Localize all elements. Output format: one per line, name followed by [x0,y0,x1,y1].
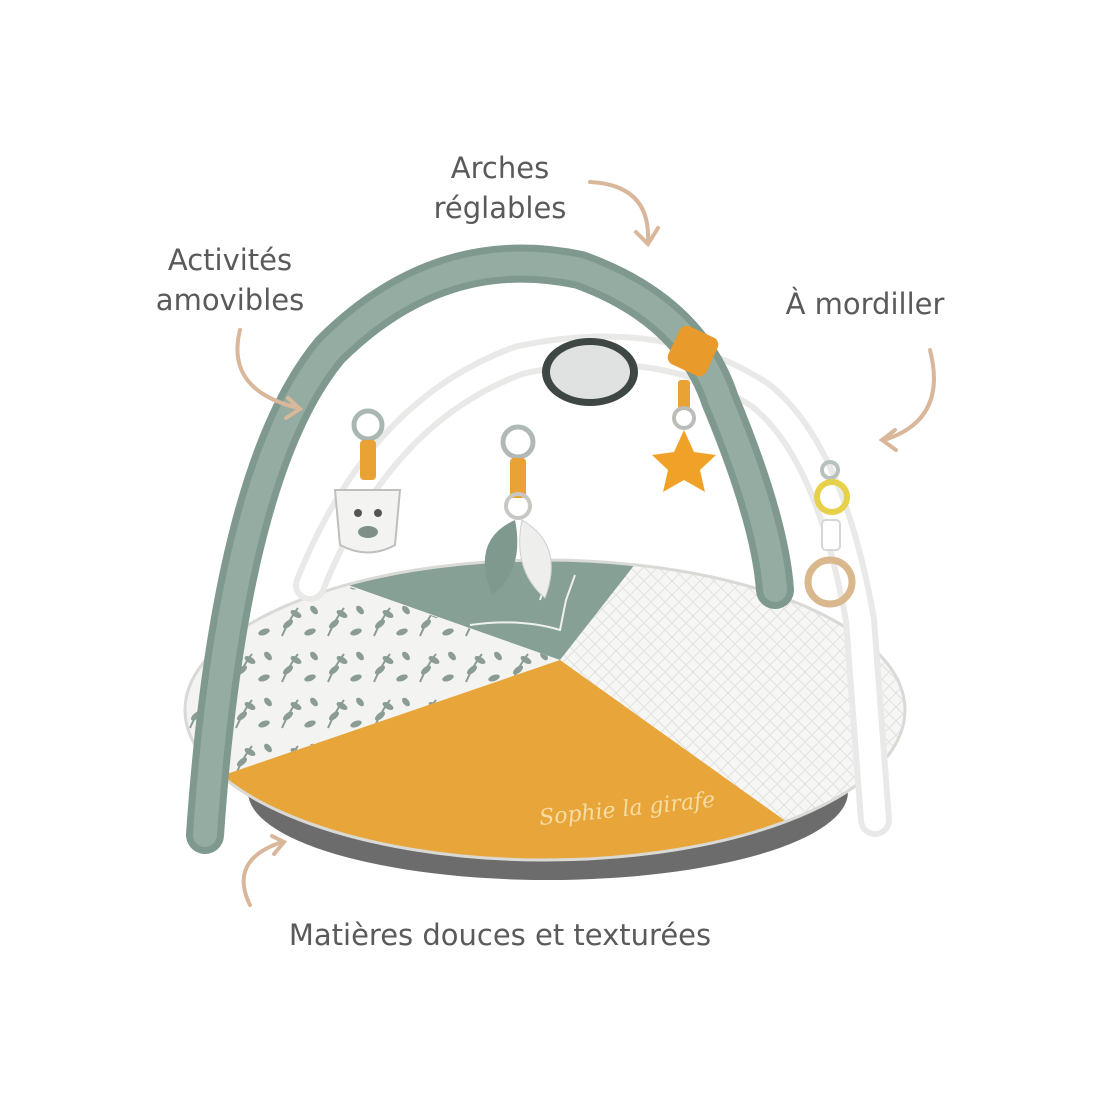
label-activites-amovibles: Activités amovibles [130,240,330,320]
label-line: Matières douces et texturées [288,918,712,952]
label-arches-reglables: Arches réglables [400,148,600,228]
label-matieres: Matières douces et texturées [240,915,760,955]
mirror [550,345,630,399]
star-toy [652,380,716,492]
callout-arrows [235,180,936,907]
arrow-activities-icon [235,328,300,410]
leaf-teether-toy [484,424,552,599]
leaf-pattern-panel [185,580,560,790]
arrow-mordiller-icon [882,348,936,442]
rings-toy [804,460,856,608]
label-line: réglables [433,191,567,225]
giraffe-head-toy [333,408,402,554]
label-line: Arches [450,151,550,185]
label-a-mordiller: À mordiller [770,284,960,324]
label-line: Activités [167,243,293,277]
arrow-arches-icon [588,180,651,242]
mustard-clip [667,325,719,377]
mustard-panel [185,660,840,860]
arrow-matieres-icon [241,840,284,907]
label-line: À mordiller [785,287,945,321]
label-line: amovibles [155,283,305,317]
